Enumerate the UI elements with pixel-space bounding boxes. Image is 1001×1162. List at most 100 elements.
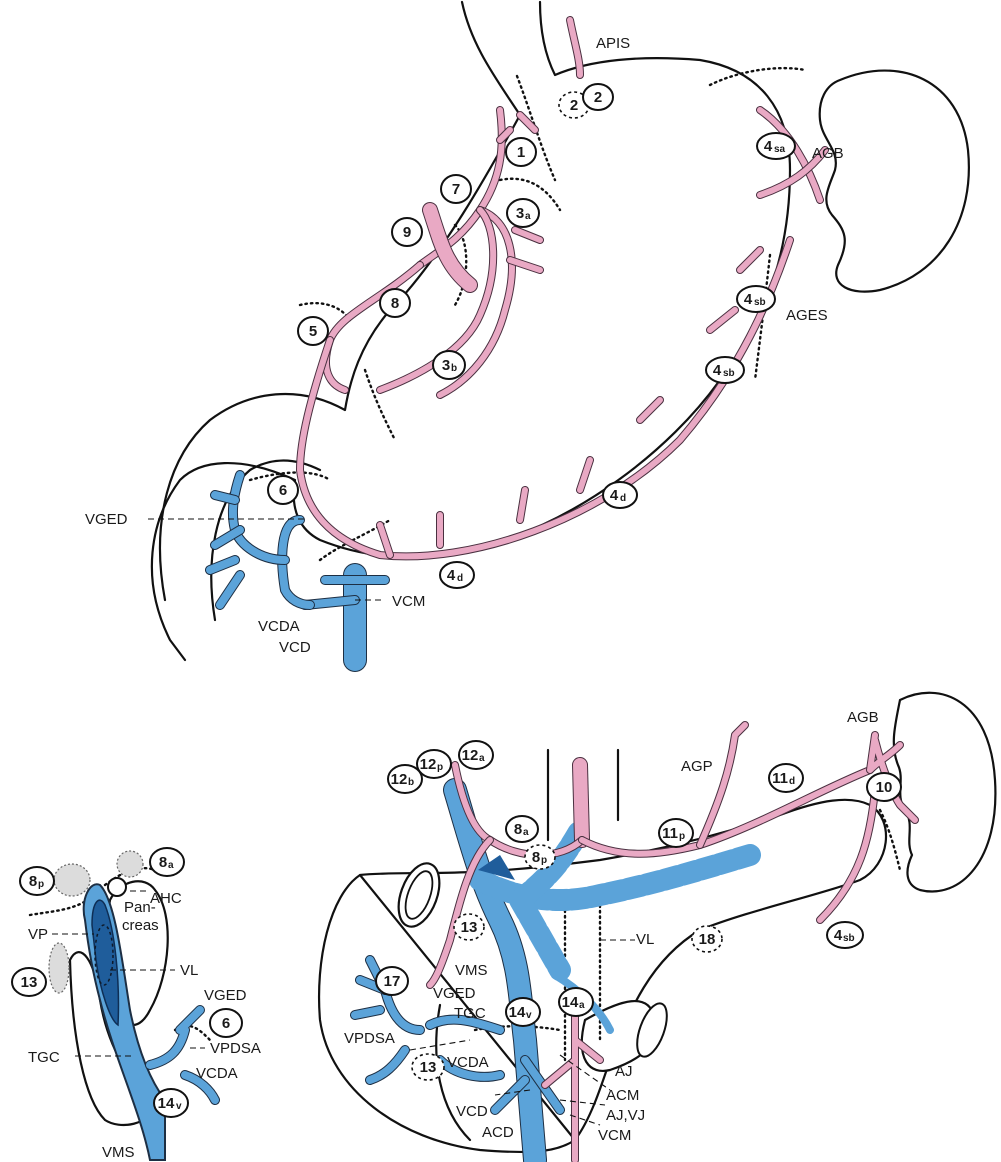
stomach-panel: APIS AGB AGES VGED VCM VCDA VCD 2 2 1 7 … [85, 2, 969, 660]
speckled-node-8a [117, 851, 143, 877]
svg-text:d: d [789, 776, 795, 787]
svg-text:p: p [38, 879, 44, 890]
svg-text:9: 9 [403, 224, 411, 241]
lymph-node-2: 2 [583, 84, 613, 110]
svg-text:4: 4 [834, 927, 843, 944]
svg-text:12: 12 [420, 756, 437, 773]
label-ages: AGES [786, 307, 828, 324]
lymph-node-11d: 11 d [769, 764, 803, 792]
label-vcd: VCD [456, 1103, 488, 1120]
svg-text:6: 6 [279, 482, 287, 499]
lymph-node-11p: 11 p [659, 819, 693, 847]
svg-text:14: 14 [158, 1095, 175, 1112]
lymph-node-1: 1 [506, 138, 536, 166]
pancreas-panel: AGP AGB VL VMS VGED TGC VPDSA VCDA AJ AC… [319, 693, 995, 1160]
lymph-node-8a: 8 a [150, 848, 184, 876]
lymph-node-18: 18 [692, 926, 722, 952]
svg-text:13: 13 [420, 1059, 437, 1076]
svg-text:4: 4 [713, 362, 722, 379]
label-vl: VL [180, 962, 198, 979]
label-tgc: TGC [454, 1005, 486, 1022]
lymph-node-14v: 14 v [506, 998, 540, 1026]
svg-text:8: 8 [29, 873, 37, 890]
label-acd: ACD [482, 1124, 514, 1141]
label-agb: AGB [847, 709, 879, 726]
svg-text:d: d [620, 493, 626, 504]
svg-text:8: 8 [159, 854, 167, 871]
lymph-node-8p: 8 p [20, 867, 54, 895]
lymph-node-13: 13 [412, 1054, 444, 1080]
dotted-line [365, 370, 395, 440]
hepatic-artery-section [108, 878, 126, 896]
svg-text:4: 4 [764, 138, 773, 155]
label-ahc: AHC [150, 890, 182, 907]
svg-text:6: 6 [222, 1015, 230, 1032]
svg-text:12: 12 [391, 771, 408, 788]
svg-text:12: 12 [462, 747, 479, 764]
label-vcm: VCM [392, 593, 425, 610]
label-vms: VMS [102, 1144, 135, 1161]
svg-text:18: 18 [699, 931, 716, 948]
label-vms: VMS [455, 962, 488, 979]
label-vcd: VCD [279, 639, 311, 656]
svg-text:v: v [526, 1010, 532, 1021]
svg-text:3: 3 [516, 205, 524, 222]
svg-text:sb: sb [723, 368, 735, 379]
svg-text:a: a [523, 827, 529, 838]
svg-text:10: 10 [876, 779, 893, 796]
svg-text:b: b [451, 363, 457, 374]
lymph-node-8p: 8 p [525, 845, 555, 869]
lymph-node-4d: 4 d [440, 562, 474, 588]
svg-text:17: 17 [384, 973, 401, 990]
lymph-node-4sb: 4 sb [706, 357, 744, 383]
svg-text:p: p [541, 855, 547, 866]
lymph-node-4sb: 4 sb [737, 286, 775, 312]
label-vcda: VCDA [258, 618, 300, 635]
svg-text:8: 8 [514, 821, 522, 838]
lymph-node-7: 7 [441, 175, 471, 203]
lymph-node-4d: 4 d [603, 482, 637, 508]
label-vcm: VCM [598, 1127, 631, 1144]
svg-text:d: d [457, 573, 463, 584]
lymph-node-9: 9 [392, 218, 422, 246]
lymph-node-4sa: 4 sa [757, 133, 795, 159]
svg-text:4: 4 [744, 291, 753, 308]
svg-text:a: a [579, 1000, 585, 1011]
lymph-node-14a: 14 a [559, 988, 593, 1016]
lymph-node-12b: 12 b [388, 765, 422, 793]
label-agp: AGP [681, 758, 713, 775]
speckled-node-13 [49, 943, 69, 993]
svg-text:2: 2 [594, 89, 602, 106]
svg-text:13: 13 [461, 919, 478, 936]
svg-text:13: 13 [21, 974, 38, 991]
spleen-outline [894, 693, 996, 892]
lymph-node-13: 13 [454, 914, 484, 940]
lymph-node-17: 17 [376, 967, 408, 995]
label-agb: AGB [812, 145, 844, 162]
lymph-node-5: 5 [298, 317, 328, 345]
label-apis: APIS [596, 35, 630, 52]
svg-text:2: 2 [570, 97, 578, 114]
svg-text:11: 11 [772, 770, 788, 787]
svg-text:a: a [479, 753, 485, 764]
label-pancreas-2: creas [122, 917, 159, 934]
label-vged: VGED [204, 987, 247, 1004]
svg-text:sb: sb [843, 933, 855, 944]
svg-text:p: p [679, 831, 685, 842]
svg-text:7: 7 [452, 181, 460, 198]
svg-text:sb: sb [754, 297, 766, 308]
svg-text:1: 1 [517, 144, 525, 161]
svg-text:14: 14 [562, 994, 579, 1011]
label-ajvj: AJ,VJ [606, 1107, 645, 1124]
svg-text:b: b [408, 777, 414, 788]
lymph-node-8a: 8 a [506, 816, 538, 842]
lymph-node-6: 6 [268, 476, 298, 504]
label-vged: VGED [85, 511, 128, 528]
svg-text:3: 3 [442, 357, 450, 374]
lymph-node-6: 6 [210, 1009, 242, 1037]
colon-loop [391, 858, 447, 932]
svg-text:5: 5 [309, 323, 317, 340]
lymph-node-3a: 3 a [507, 199, 539, 227]
label-vpdsa: VPDSA [210, 1040, 261, 1057]
